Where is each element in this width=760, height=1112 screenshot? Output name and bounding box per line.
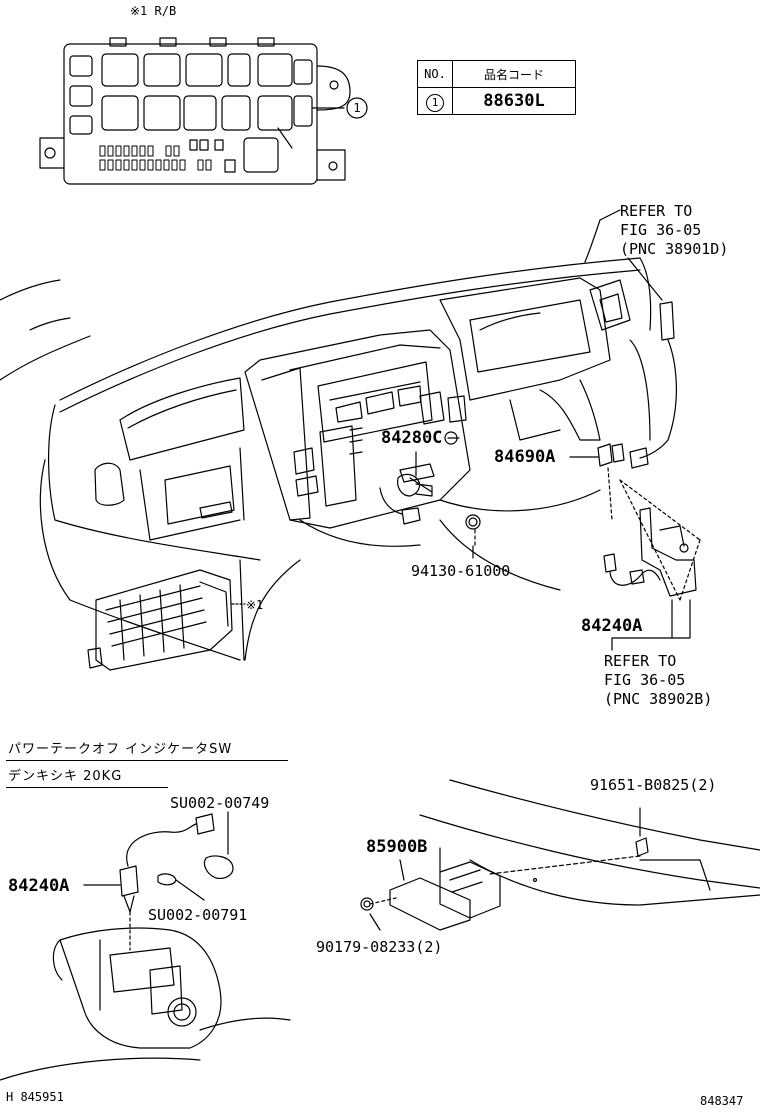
pto-switch-drawing: [0, 811, 291, 1081]
part-84240a-top: 84240A: [581, 616, 643, 636]
part-code-table: NO. 品名コード 1 88630L: [417, 60, 576, 115]
relay-block-drawing: [39, 37, 351, 185]
table-cell-no: 1: [426, 93, 444, 112]
part-90179: 90179-08233(2): [316, 938, 443, 956]
part-84690a: 84690A: [494, 447, 556, 467]
section-title-underline-2: [6, 787, 168, 788]
refer-top-line1: REFER TO: [620, 202, 693, 220]
switch-84280c-drawing: [379, 431, 481, 549]
dash-relay-block: [87, 569, 246, 671]
part-su002-00791: SU002-00791: [148, 906, 248, 924]
part-su002-00749: SU002-00749: [170, 794, 270, 812]
switch-84690a-drawing: [597, 301, 701, 613]
section-title-line2: デンキシキ 20KG: [8, 769, 123, 784]
footer-right-code: 848347: [700, 1094, 744, 1108]
part-84240a-bottom: 84240A: [8, 876, 70, 896]
callout-number: 1: [353, 101, 361, 115]
rb-mark: ※1: [246, 598, 264, 612]
table-header-no: NO.: [417, 60, 453, 88]
instrument-panel-drawing: [0, 257, 652, 661]
refer-bottom-line2: FIG 36-05: [604, 671, 686, 689]
refer-top-line2: FIG 36-05: [620, 221, 702, 239]
table-row: 1 88630L: [417, 87, 576, 115]
leader-lines: [447, 209, 691, 651]
rb-note: ※1 R/B: [130, 4, 177, 18]
refer-bottom-line1: REFER TO: [604, 652, 677, 670]
callout-circle: [346, 97, 368, 119]
bracket-85900b-drawing: [360, 779, 760, 931]
footer-left-code: H 845951: [6, 1090, 64, 1104]
section-title-line1: パワーテークオフ インジケータSW: [8, 742, 233, 757]
part-94130: 94130-61000: [411, 562, 511, 580]
table-cell-code: 88630L: [452, 87, 576, 115]
part-85900b: 85900B: [366, 837, 428, 857]
section-title-underline: [6, 760, 288, 761]
table-header-code: 品名コード: [452, 60, 576, 88]
part-91651: 91651-B0825(2): [590, 776, 717, 794]
refer-bottom-line3: (PNC 38902B): [604, 690, 713, 708]
part-84280c: 84280C: [381, 428, 443, 448]
refer-top-line3: (PNC 38901D): [620, 240, 729, 258]
